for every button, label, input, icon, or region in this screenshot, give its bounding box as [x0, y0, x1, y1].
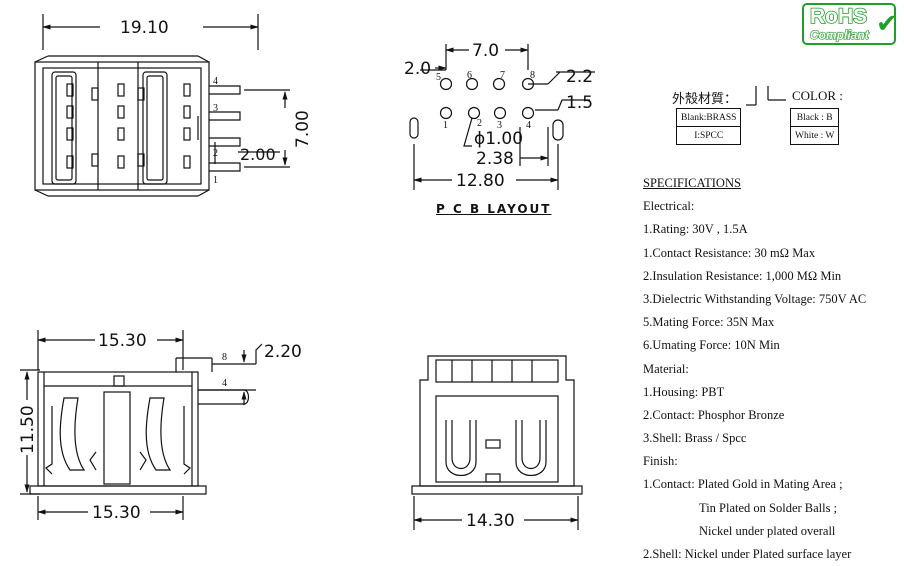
top-pin-label: 1: [213, 175, 218, 186]
dim-pcb-right-offset: 2.2: [566, 67, 593, 87]
spec-line: 3.Shell: Brass / Spcc: [643, 431, 747, 446]
spec-line: 2.Shell: Nickel under Plated surface lay…: [643, 547, 852, 561]
top-pin-label: 4: [213, 76, 218, 87]
top-pin-label: 2: [213, 148, 218, 159]
dim-top-width: 19.10: [120, 18, 169, 38]
dim-top-pitch-outer: 7.00: [293, 110, 313, 148]
pcb-layout-drawing: [409, 44, 595, 190]
pcb-pin-label: 5: [436, 72, 441, 83]
front-view-drawing: [20, 330, 263, 520]
checkmark-icon: ✔: [876, 9, 898, 39]
dim-front-height: 11.50: [18, 405, 38, 454]
dim-top-pitch-inner: 2.00: [240, 145, 276, 164]
color-option: White : W: [789, 126, 840, 145]
dim-pcb-pitch-inner: 2.38: [476, 149, 514, 169]
color-label: COLOR :: [792, 88, 843, 103]
specifications-block: SPECIFICATIONS Electrical: 1.Rating: 30V …: [643, 172, 866, 561]
dim-pcb-hole-offset: 1.5: [566, 93, 593, 113]
dim-front-offset: 2.20: [264, 342, 302, 362]
side-view-drawing: [411, 355, 583, 530]
pcb-pin-label: 1: [443, 120, 448, 131]
rohs-compliant-badge: RoHS Compliant ✔: [802, 3, 898, 45]
specifications-title: SPECIFICATIONS: [643, 176, 741, 190]
pcb-pin-label: 8: [530, 70, 535, 81]
dim-pcb-hole-diameter: ϕ1.00: [474, 129, 523, 149]
dim-front-bottom-width: 15.30: [92, 503, 141, 523]
spec-line: 2.Insulation Resistance: 1,000 MΩ Min: [643, 268, 842, 283]
color-option: Black : B: [789, 108, 840, 127]
rohs-badge-subtitle: Compliant: [809, 27, 869, 42]
spec-line: 3.Dielectric Withstanding Voltage: 750V …: [643, 291, 867, 306]
spec-line: 1.Contact Resistance: 30 mΩ Max: [643, 245, 816, 260]
pcb-pin-label: 6: [467, 70, 472, 81]
color-table: Black : B White : W: [789, 108, 840, 145]
spec-line: 5.Mating Force: 35N Max: [643, 315, 775, 330]
spec-line: 1.Contact: Plated Gold in Mating Area ;: [643, 477, 843, 492]
front-pin-label: 4: [222, 378, 227, 389]
material-option: Blank:BRASS: [675, 108, 742, 127]
spec-line: 6.Umating Force: 10N Min: [643, 338, 780, 353]
dim-side-width: 14.30: [466, 511, 515, 531]
top-view-drawing: [34, 14, 290, 197]
spec-line: 1.Housing: PBT: [643, 384, 725, 399]
spec-line: Material:: [643, 361, 689, 376]
dim-pcb-pitch-outer: 7.0: [472, 41, 499, 61]
shell-material-table: Blank:BRASS I:SPCC: [675, 108, 742, 145]
material-option: I:SPCC: [675, 126, 742, 145]
pcb-pin-label: 4: [526, 120, 531, 131]
pcb-pin-label: 3: [497, 120, 502, 131]
pcb-pin-label: 2: [477, 118, 482, 129]
spec-line: 2.Contact: Phosphor Bronze: [643, 407, 785, 422]
dim-pcb-width: 12.80: [456, 171, 505, 191]
rohs-badge-title: RoHS: [809, 4, 868, 29]
pcb-layout-title: P C B LAYOUT: [436, 202, 552, 216]
dim-front-top-width: 15.30: [98, 331, 147, 351]
spec-line: Nickel under plated overall: [699, 523, 836, 538]
pcb-pin-label: 7: [500, 70, 505, 81]
spec-line: 1.Rating: 30V , 1.5A: [643, 222, 748, 237]
top-pin-label: 3: [213, 103, 218, 114]
shell-material-label: 外殼材質：: [672, 91, 738, 106]
front-pin-label: 8: [222, 352, 227, 363]
spec-line: Electrical:: [643, 199, 695, 214]
spec-line: Tin Plated on Solder Balls ;: [699, 500, 838, 515]
specifications-list: Electrical: 1.Rating: 30V , 1.5A 1.Contact…: [643, 195, 866, 561]
dim-pcb-left-offset: 2.0: [404, 59, 431, 79]
spec-line: Finish:: [643, 454, 678, 469]
